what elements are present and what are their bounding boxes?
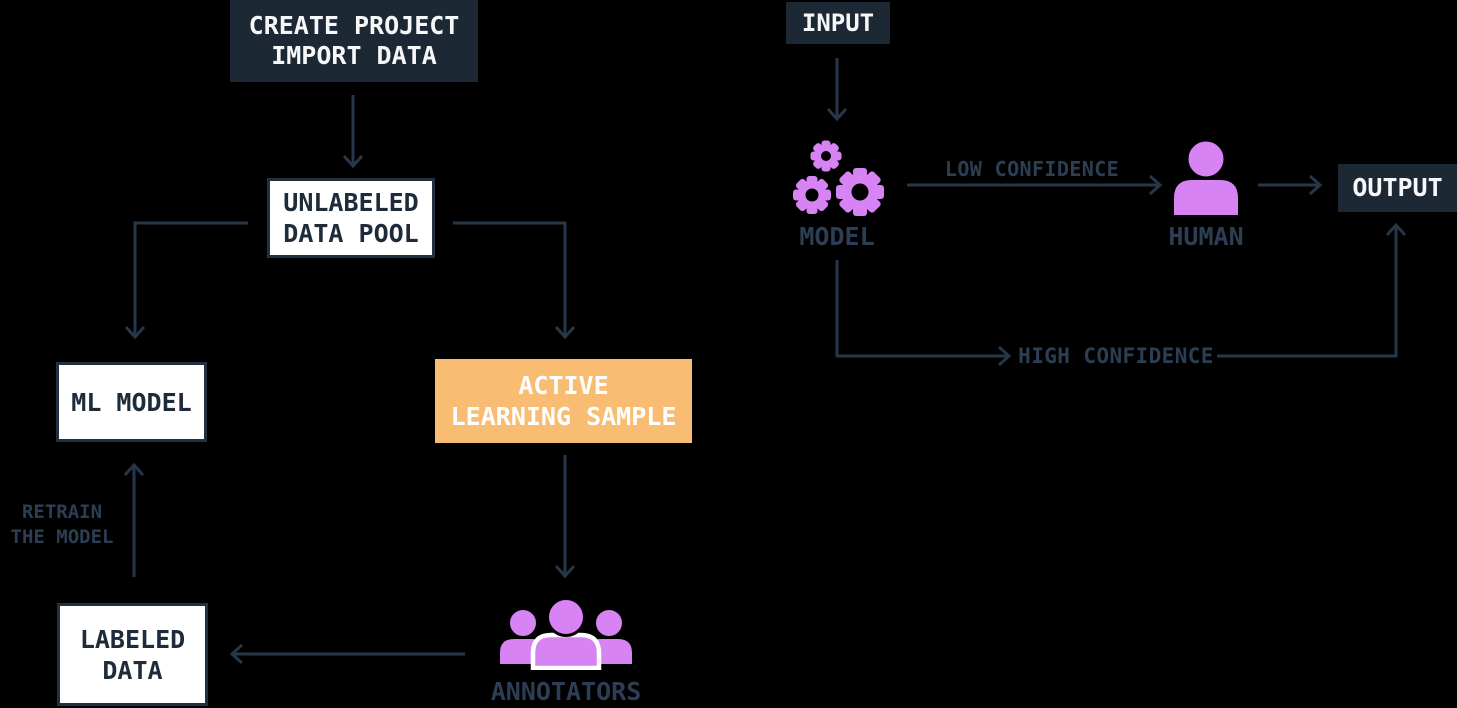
arrow-create-to-pool	[342, 95, 364, 169]
retrain-label: RETRAIN THE MODEL	[10, 501, 114, 548]
create-project-node: CREATE PROJECT IMPORT DATA	[230, 0, 478, 82]
arrow-high-confidence-right	[1217, 222, 1407, 358]
high-confidence-label: HIGH CONFIDENCE	[1018, 344, 1214, 368]
output-node: OUTPUT	[1338, 164, 1457, 212]
human-label: HUMAN	[1168, 222, 1244, 251]
gears-icon	[793, 140, 884, 216]
arrow-pool-to-sample	[453, 221, 576, 340]
model-label: MODEL	[799, 222, 875, 251]
arrow-low-confidence	[907, 174, 1163, 196]
arrow-human-to-output	[1258, 174, 1323, 196]
unlabeled-data-pool-node: UNLABELED DATA POOL	[267, 178, 435, 258]
labeled-data-node: LABELED DATA	[57, 603, 208, 706]
input-node: INPUT	[786, 2, 890, 44]
arrow-pool-to-mlmodel	[124, 221, 248, 340]
people-icon	[500, 597, 632, 670]
ml-model-node: ML MODEL	[56, 362, 207, 442]
arrow-annotators-to-labeled	[229, 643, 465, 665]
person-icon	[1174, 138, 1238, 215]
active-learning-sample-node: ACTIVE LEARNING SAMPLE	[435, 359, 692, 443]
arrow-high-confidence-left	[835, 260, 1012, 367]
arrow-sample-to-annotators	[554, 455, 576, 579]
annotators-label: ANNOTATORS	[490, 677, 642, 706]
low-confidence-label: LOW CONFIDENCE	[944, 157, 1120, 181]
arrow-input-to-model	[826, 58, 848, 122]
arrow-retrain	[123, 462, 145, 577]
